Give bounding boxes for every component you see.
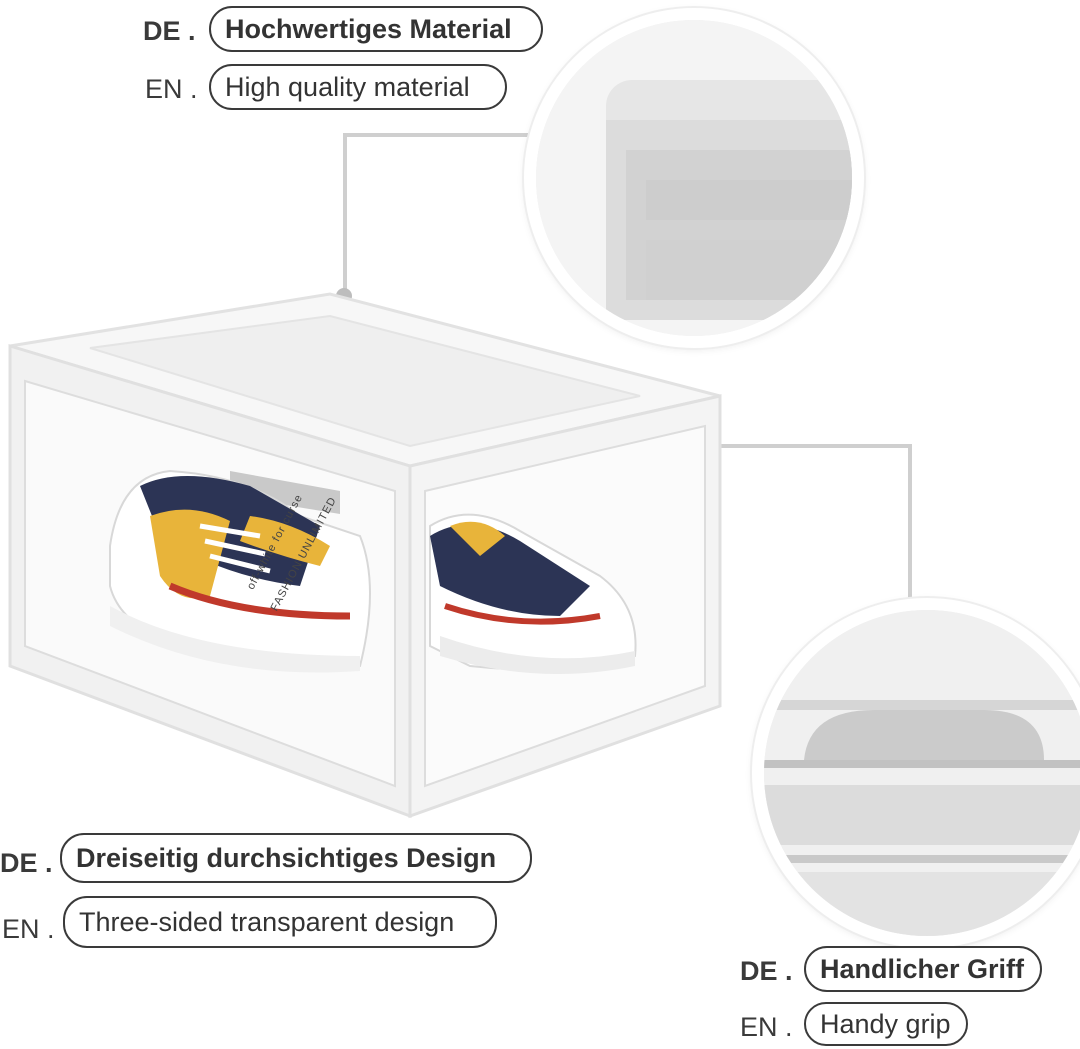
product-shoe-box: off-white for curse FASHION UNLIMITED	[0, 286, 740, 826]
grip-detail-image	[764, 610, 1080, 936]
grip-de-prefix: DE .	[740, 956, 793, 986]
top-en-label: High quality material	[209, 64, 507, 110]
top-de-label: Hochwertiges Material	[209, 6, 543, 52]
lid-detail-image	[536, 20, 852, 336]
grip-en-label: Handy grip	[804, 1002, 968, 1046]
grip-de-label: Handlicher Griff	[804, 946, 1042, 992]
connector-right-vertical	[908, 444, 912, 604]
left-en-label: Three-sided transparent design	[63, 896, 497, 948]
connector-right-horizontal	[650, 444, 912, 448]
zoom-detail-grip	[752, 598, 1080, 948]
grip-en-prefix: EN .	[740, 1012, 793, 1042]
connector-top-horizontal	[343, 133, 533, 137]
top-en-prefix: EN .	[145, 74, 198, 104]
left-en-prefix: EN .	[2, 914, 55, 944]
connector-top-vertical	[343, 133, 347, 293]
zoom-detail-lid	[524, 8, 864, 348]
shoe-box-illustration	[8, 292, 722, 819]
left-de-prefix: DE .	[0, 848, 53, 878]
top-de-prefix: DE .	[143, 16, 196, 46]
left-de-label: Dreiseitig durchsichtiges Design	[60, 833, 532, 883]
